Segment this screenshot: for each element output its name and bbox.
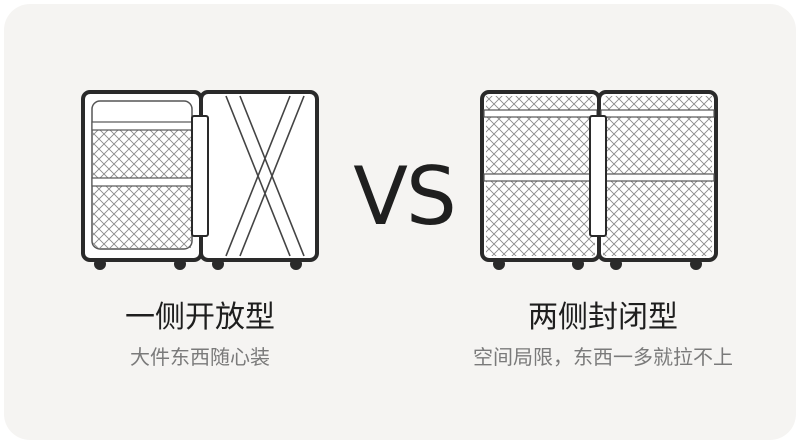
right-title: 两侧封闭型 <box>528 300 678 335</box>
illustration <box>81 90 718 270</box>
vs-label: VS <box>353 150 457 243</box>
open-suitcase-icon <box>81 90 319 270</box>
right-subtitle: 空间局限，东西一多就拉不上 <box>473 345 733 369</box>
left-title: 一侧开放型 <box>125 300 275 335</box>
closed-suitcase-icon <box>480 90 718 270</box>
left-subtitle: 大件东西随心装 <box>130 345 270 369</box>
comparison-card: VS 一侧开放型 大件东西随心装 两侧封闭型 空间局限，东西一多就拉不上 <box>4 4 796 440</box>
